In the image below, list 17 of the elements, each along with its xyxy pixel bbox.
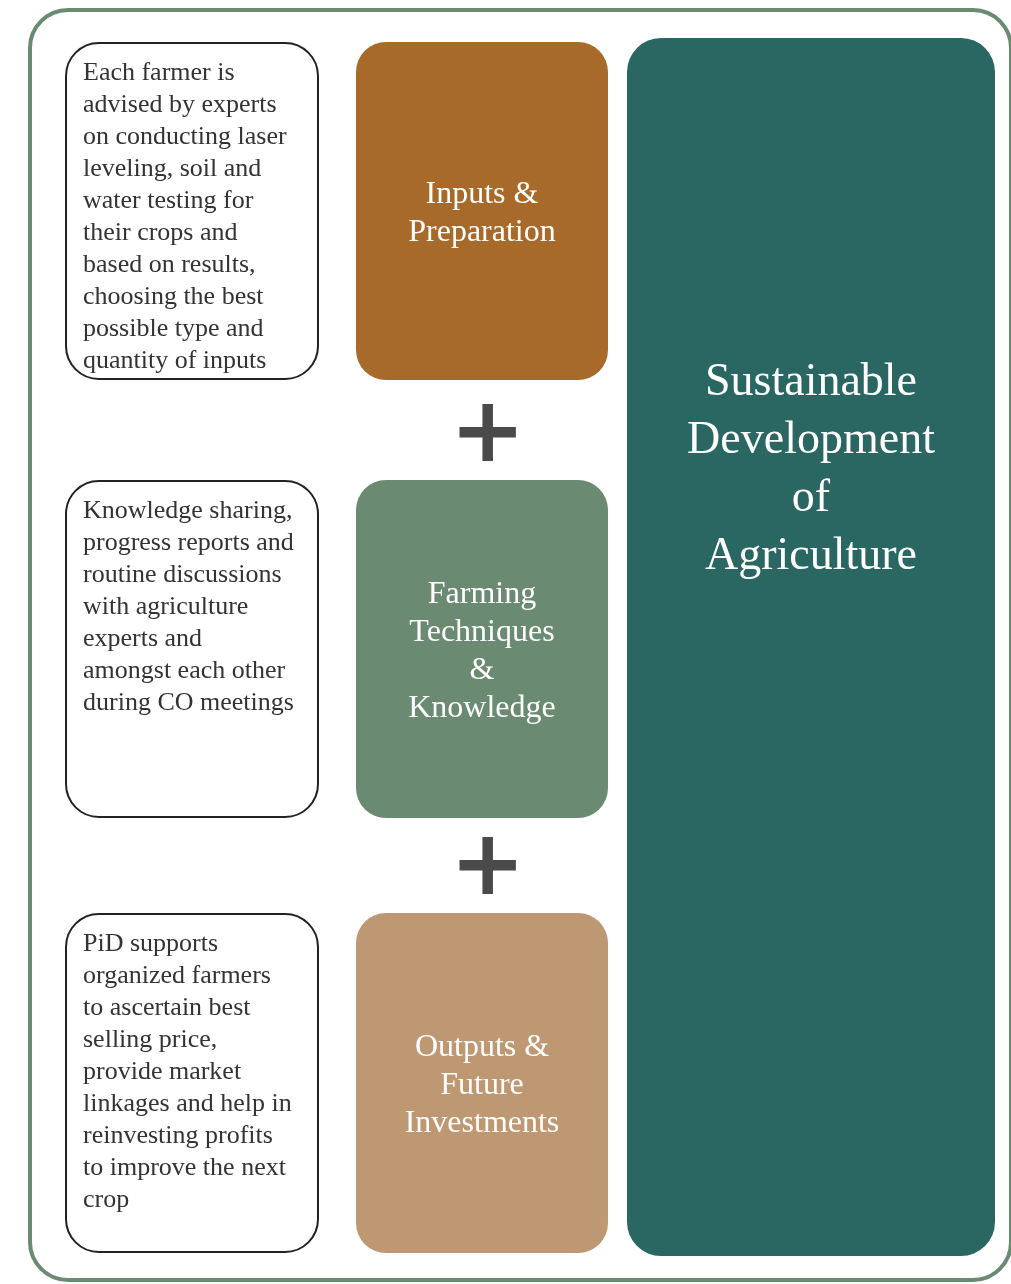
description-text: Each farmer is advised by experts on conducting laser leveling, soil and water testing for their crops and based on results, choosing the best possible type and quantity of inputs	[83, 56, 288, 376]
plus-sign: +	[450, 385, 526, 475]
description-box	[65, 42, 319, 380]
category-title: Farming Techniques & Knowledge	[407, 573, 557, 725]
category-title: Inputs & Preparation	[407, 173, 557, 249]
category-box	[356, 480, 608, 818]
description-box	[65, 480, 319, 818]
category-box	[356, 42, 608, 380]
goal-panel	[627, 38, 995, 1256]
description-text: Knowledge sharing, progress reports and routine discussions with agriculture experts and amongst each other during CO meetings	[83, 494, 295, 718]
frame-border	[28, 8, 1011, 1282]
description-text: PiD supports organized farmers to ascertain best selling price, provide market linkages and help in reinvesting profits to improve the next crop	[83, 927, 293, 1215]
goal-title: Sustainable Development of Agriculture	[687, 353, 935, 581]
description-box	[65, 913, 319, 1253]
category-title: Outputs & Future Investments	[403, 1026, 561, 1140]
plus-sign: +	[450, 818, 526, 908]
category-box	[356, 913, 608, 1253]
